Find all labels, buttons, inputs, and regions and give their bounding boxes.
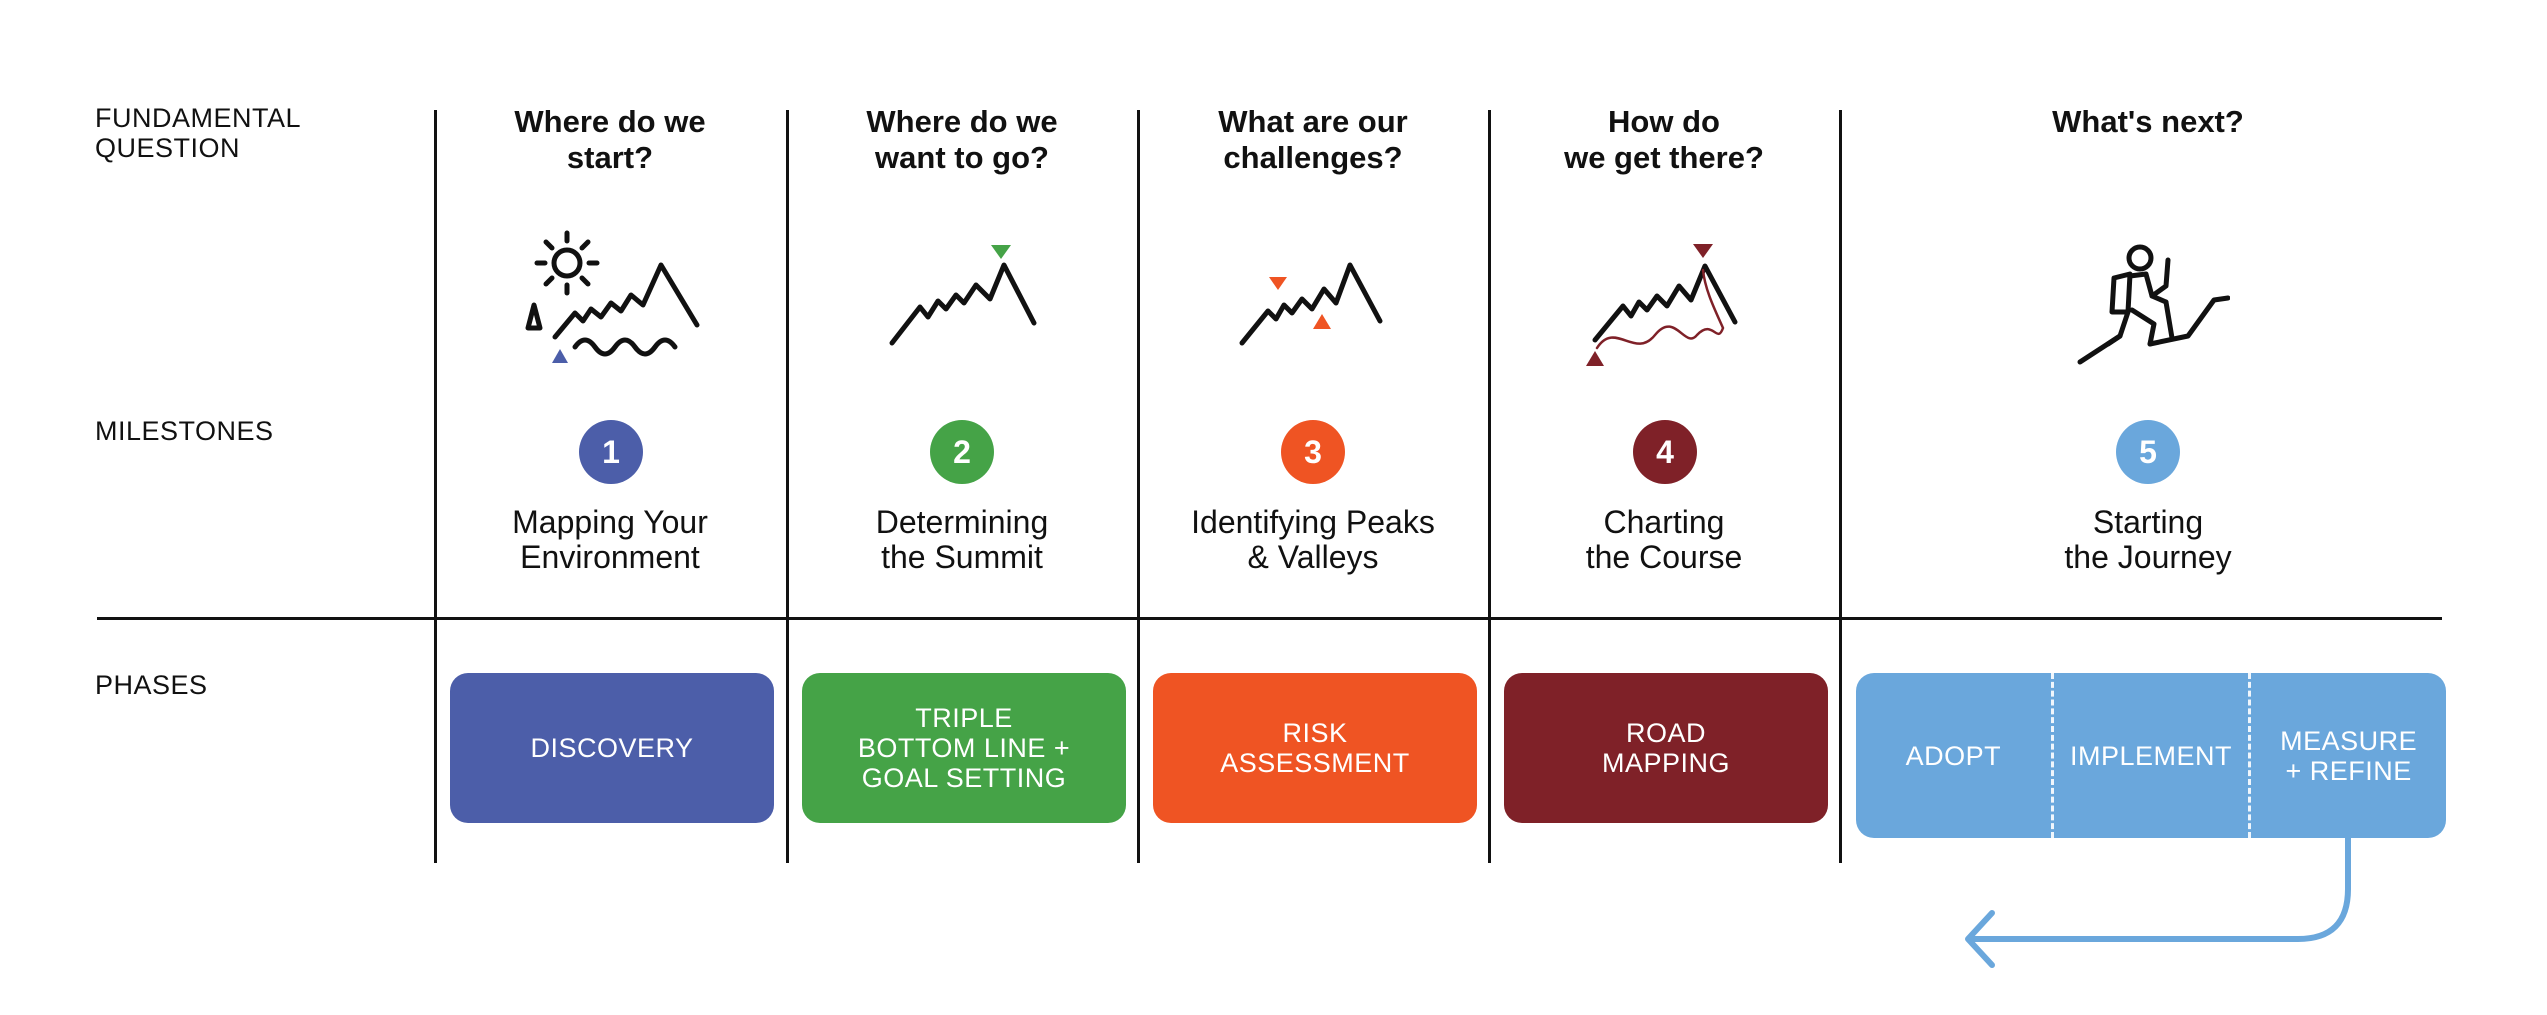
question-line: challenges? [1223,140,1403,175]
milestone-number-badge: 2 [930,420,994,484]
phase-discovery: DISCOVERY [450,673,774,823]
phase-line: DISCOVERY [530,733,694,763]
phase-part-adopt: ADOPT [1856,673,2051,838]
milestone-3: Identifying Peaks & Valleys [1143,505,1483,575]
row-label-phases: PHASES [95,670,208,700]
column-divider [434,110,437,863]
phase-line: RISK [1282,718,1348,748]
phase-line: BOTTOM LINE + [857,733,1071,763]
question-line: What's next? [2052,104,2244,139]
milestone-2: Determining the Summit [792,505,1132,575]
mountain-peaks-valleys-icon [1239,262,1383,346]
milestone-4: Charting the Course [1494,505,1834,575]
column-divider [1839,110,1842,863]
milestone-number-badge: 3 [1281,420,1345,484]
phase-goal-setting: TRIPLE BOTTOM LINE + GOAL SETTING [802,673,1126,823]
milestone-line: Mapping Your [512,504,708,540]
phase-line: GOAL SETTING [861,763,1067,793]
row-label-milestones: MILESTONES [95,416,274,446]
mountain-with-sun-water-icon [525,230,700,363]
phase-part-divider [2248,673,2252,838]
question-line: How do [1608,104,1720,139]
milestone-line: the Course [1585,539,1743,575]
milestone-number-badge: 4 [1633,420,1697,484]
phase-line: TRIPLE [915,703,1013,733]
milestone-5: Starting the Journey [1978,505,2318,575]
milestone-number-badge: 5 [2116,420,2180,484]
mountain-route-icon [1586,244,1738,366]
milestone-1: Mapping Your Environment [440,505,780,575]
question-4: How do we get there? [1494,104,1834,176]
column-divider [1137,110,1140,863]
phase-line: ROAD [1625,718,1706,748]
phase-road-mapping: ROAD MAPPING [1504,673,1828,823]
question-1: Where do we start? [440,104,780,176]
phase-line: ASSESSMENT [1220,748,1410,778]
row-label-fundamental-question: FUNDAMENTAL QUESTION [95,103,395,163]
phase-line: ADOPT [1905,740,2002,771]
mountain-summit-flag-icon [889,245,1037,346]
question-line: Where do we [866,104,1058,139]
phase-part-implement: IMPLEMENT [2054,673,2249,838]
question-line: Where do we [514,104,706,139]
milestone-line: Charting [1603,504,1725,540]
return-arrow-icon [1965,835,2351,968]
question-2: Where do we want to go? [792,104,1132,176]
question-5: What's next? [1978,104,2318,140]
question-line: want to go? [875,140,1049,175]
row-label-line: QUESTION [95,133,241,163]
phase-line: MEASURE [2280,725,2418,756]
phase-line: IMPLEMENT [2069,740,2233,771]
milestone-number-badge: 1 [579,420,643,484]
column-divider [786,110,789,863]
row-label-line: FUNDAMENTAL [95,103,302,133]
milestone-line: Determining [875,504,1049,540]
phase-adopt-implement-refine: ADOPT IMPLEMENT MEASURE + REFINE [1856,673,2446,838]
column-divider [1488,110,1491,863]
milestone-line: the Summit [881,539,1043,575]
phase-risk-assessment: RISK ASSESSMENT [1153,673,1477,823]
phase-line: + REFINE [2285,755,2412,786]
hiker-icon [2077,244,2230,365]
question-line: we get there? [1564,140,1764,175]
question-line: start? [566,140,654,175]
milestone-line: the Journey [2064,539,2232,575]
milestone-line: & Valleys [1247,539,1379,575]
row-divider [97,617,2442,620]
phase-part-divider [2050,673,2054,838]
milestone-line: Identifying Peaks [1191,504,1435,540]
question-line: What are our [1218,104,1408,139]
question-3: What are our challenges? [1143,104,1483,176]
milestone-line: Starting [2092,504,2204,540]
phase-part-measure-refine: MEASURE + REFINE [2251,673,2446,838]
phase-line: MAPPING [1601,748,1731,778]
milestone-line: Environment [520,539,700,575]
